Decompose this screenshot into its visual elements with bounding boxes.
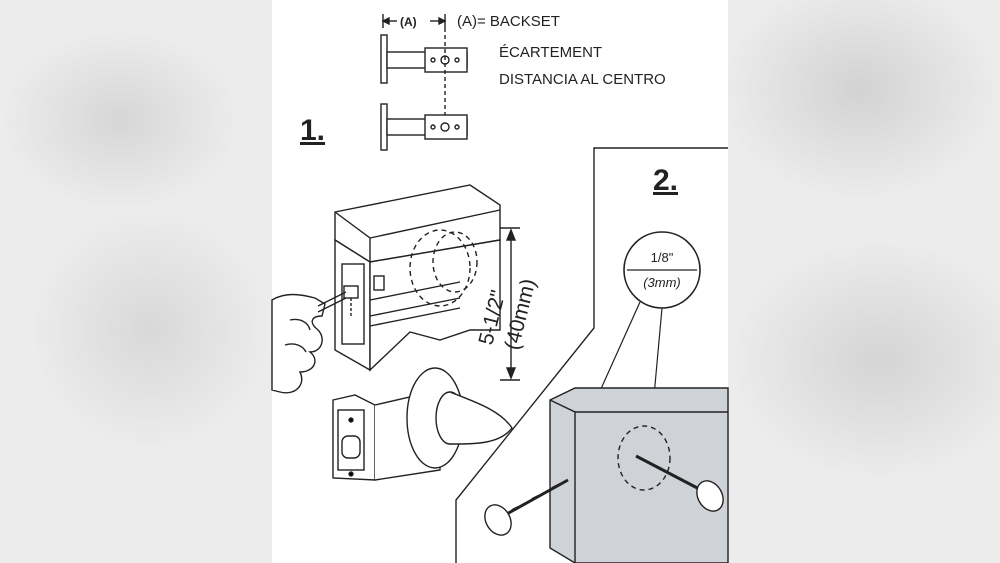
height-mm: (40mm) (501, 276, 541, 352)
drill-bit-right (635, 454, 724, 512)
door-frame-block (549, 387, 729, 563)
backset-latch-figure (380, 14, 468, 151)
ecartement-label: ÉCARTEMENT (499, 44, 602, 61)
distancia-label: DISTANCIA AL CENTRO (499, 71, 666, 88)
strike-and-knob-figure (332, 367, 513, 481)
drill-size-inches: 1/8" (651, 250, 674, 265)
drill-size-mm: (3mm) (643, 275, 681, 290)
hand-with-screwdriver (271, 291, 347, 394)
step-2-number: 2. (653, 164, 678, 197)
height-dimension (500, 227, 520, 381)
backset-label: (A)= BACKSET (457, 13, 560, 30)
dim-marker: (A) (400, 15, 417, 29)
step-1-number: 1. (300, 114, 325, 147)
step-2-frame (455, 147, 728, 563)
door-edge-figure (334, 184, 501, 372)
drill-bit-left (484, 478, 569, 536)
